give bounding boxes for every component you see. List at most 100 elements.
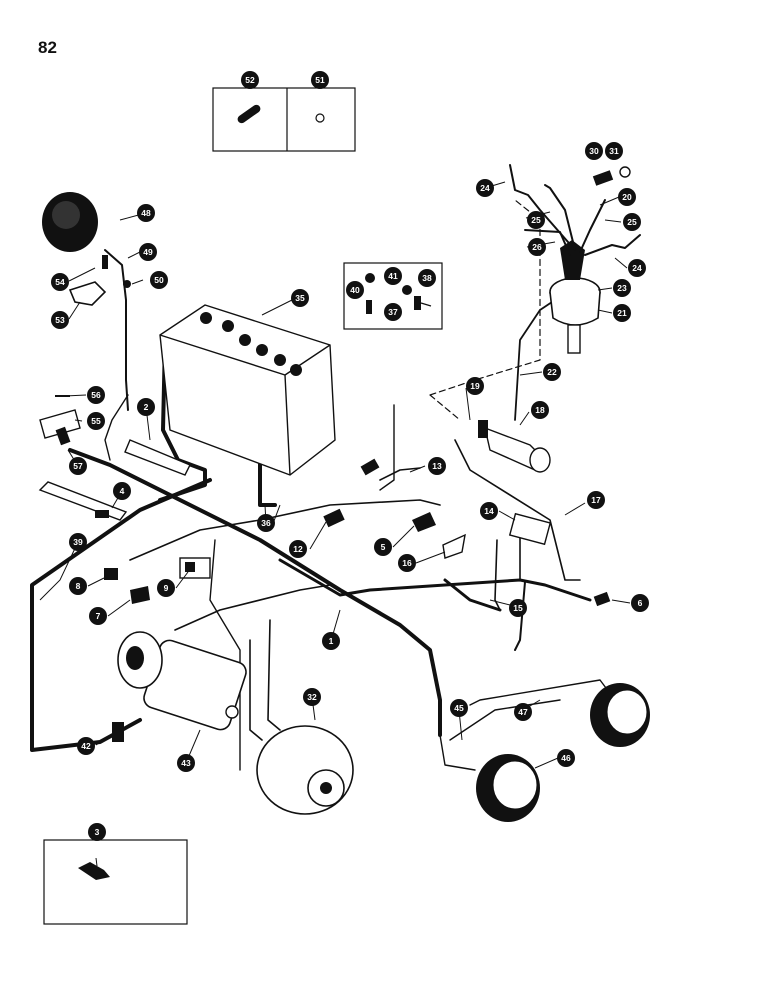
callout-53: 53	[51, 311, 69, 329]
headlamp-mount	[68, 255, 131, 306]
callout-24-top: 24	[476, 179, 494, 197]
spark-plug-30-31	[592, 166, 631, 186]
svg-text:25: 25	[627, 217, 637, 227]
callout-48: 48	[137, 204, 155, 222]
svg-text:45: 45	[454, 703, 464, 713]
callout-17: 17	[587, 491, 605, 509]
distributor	[549, 240, 601, 354]
svg-text:3: 3	[95, 827, 100, 837]
svg-text:14: 14	[484, 506, 494, 516]
svg-text:9: 9	[164, 583, 169, 593]
callout-51: 51	[311, 71, 329, 89]
svg-text:49: 49	[143, 247, 153, 257]
callout-2: 2	[137, 398, 155, 416]
callout-12: 12	[289, 540, 307, 558]
svg-text:24: 24	[632, 263, 642, 273]
callout-6: 6	[631, 594, 649, 612]
callout-3: 3	[88, 823, 106, 841]
svg-text:1: 1	[329, 636, 334, 646]
svg-text:40: 40	[350, 285, 360, 295]
svg-text:19: 19	[470, 381, 480, 391]
callout-15: 15	[509, 599, 527, 617]
svg-text:47: 47	[518, 707, 528, 717]
callout-52: 52	[241, 71, 259, 89]
svg-text:50: 50	[154, 275, 164, 285]
callout-54: 54	[51, 273, 69, 291]
callout-40: 40	[346, 281, 364, 299]
callout-23: 23	[613, 279, 631, 297]
callout-31: 31	[605, 142, 623, 160]
svg-text:12: 12	[293, 544, 303, 554]
clamp-2	[124, 439, 191, 476]
callout-42: 42	[77, 737, 95, 755]
callout-26: 26	[528, 238, 546, 256]
svg-text:17: 17	[591, 495, 601, 505]
callout-8: 8	[69, 577, 87, 595]
svg-text:13: 13	[432, 461, 442, 471]
callout-36: 36	[257, 514, 275, 532]
callout-13: 13	[428, 457, 446, 475]
callout-19: 19	[466, 377, 484, 395]
callout-24-right: 24	[628, 259, 646, 277]
svg-text:24: 24	[480, 183, 490, 193]
svg-text:16: 16	[402, 558, 412, 568]
svg-text:39: 39	[73, 537, 83, 547]
svg-text:31: 31	[609, 146, 619, 156]
svg-text:4: 4	[120, 486, 125, 496]
callout-1: 1	[322, 632, 340, 650]
svg-text:30: 30	[589, 146, 599, 156]
svg-text:15: 15	[513, 603, 523, 613]
svg-text:54: 54	[55, 277, 65, 287]
svg-text:43: 43	[181, 758, 191, 768]
callout-46: 46	[557, 749, 575, 767]
battery	[159, 304, 336, 476]
callout-18: 18	[531, 401, 549, 419]
switch-bracket	[39, 395, 81, 446]
callout-14: 14	[480, 502, 498, 520]
svg-text:20: 20	[622, 192, 632, 202]
callout-5: 5	[374, 538, 392, 556]
callout-39: 39	[69, 533, 87, 551]
svg-text:22: 22	[547, 367, 557, 377]
callout-38: 38	[418, 269, 436, 287]
page-number: 82	[38, 38, 57, 57]
svg-text:55: 55	[91, 416, 101, 426]
svg-text:46: 46	[561, 753, 571, 763]
svg-text:32: 32	[307, 692, 317, 702]
svg-text:25: 25	[531, 215, 541, 225]
callout-57: 57	[69, 457, 87, 475]
svg-text:42: 42	[81, 741, 91, 751]
svg-text:21: 21	[617, 308, 627, 318]
svg-text:18: 18	[535, 405, 545, 415]
coil	[478, 420, 551, 473]
svg-text:26: 26	[532, 242, 542, 252]
callout-30: 30	[585, 142, 603, 160]
alternator	[256, 725, 354, 815]
callout-37: 37	[384, 303, 402, 321]
leader-lines	[39, 181, 631, 867]
tail-lamp-left	[476, 754, 540, 822]
spark-plug-wires	[509, 164, 641, 256]
callout-20: 20	[618, 188, 636, 206]
svg-text:8: 8	[76, 581, 81, 591]
svg-text:6: 6	[638, 598, 643, 608]
callout-45: 45	[450, 699, 468, 717]
callout-50: 50	[150, 271, 168, 289]
svg-text:52: 52	[245, 75, 255, 85]
svg-text:5: 5	[381, 542, 386, 552]
inset-box-3	[43, 839, 188, 925]
svg-text:23: 23	[617, 283, 627, 293]
inset-box-52-51	[212, 87, 356, 152]
callout-25-right: 25	[623, 213, 641, 231]
callout-35: 35	[291, 289, 309, 307]
svg-text:41: 41	[388, 271, 398, 281]
callout-9: 9	[157, 579, 175, 597]
svg-text:53: 53	[55, 315, 65, 325]
sender-switches	[104, 458, 611, 742]
callout-47: 47	[514, 703, 532, 721]
callout-21: 21	[613, 304, 631, 322]
callout-4: 4	[113, 482, 131, 500]
callout-25-left: 25	[527, 211, 545, 229]
clamp-4	[38, 481, 128, 521]
